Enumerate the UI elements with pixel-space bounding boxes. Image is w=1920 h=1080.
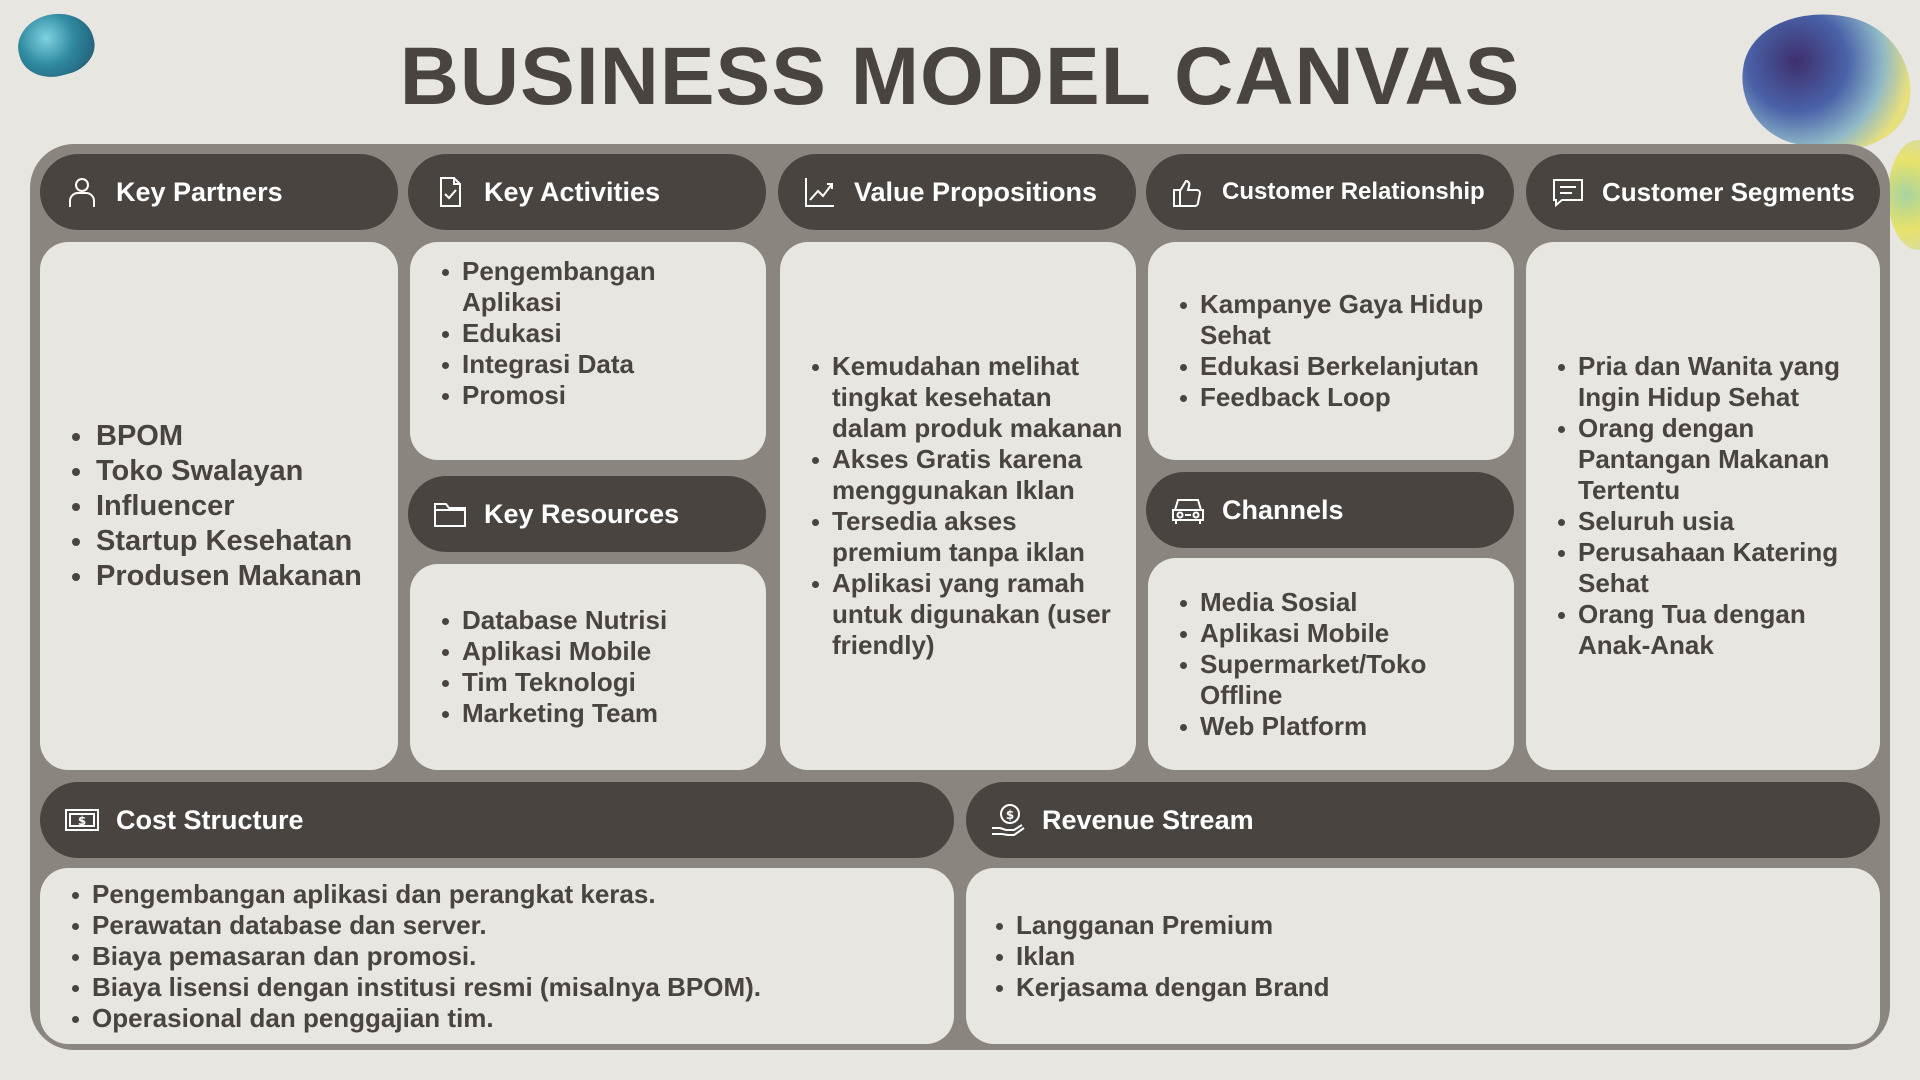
customer-segments-header: Customer Segments: [1526, 154, 1880, 230]
list-item: Supermarket/Toko Offline: [1176, 649, 1502, 711]
svg-text:$: $: [1006, 808, 1014, 822]
list-item: Perusahaan Katering Sehat: [1554, 537, 1868, 599]
channels-label: Channels: [1222, 494, 1344, 525]
list-item: Pengembangan aplikasi dan perangkat kera…: [68, 879, 761, 910]
list-item: Marketing Team: [438, 698, 667, 729]
list-item: Edukasi Berkelanjutan: [1176, 351, 1502, 382]
key-resources-header: Key Resources: [408, 476, 766, 552]
list-item: Pria dan Wanita yang Ingin Hidup Sehat: [1554, 351, 1868, 413]
cost-structure-list: Pengembangan aplikasi dan perangkat kera…: [68, 879, 761, 1034]
cost-structure-header: $ Cost Structure: [40, 782, 954, 858]
list-item: Produsen Makanan: [68, 559, 362, 594]
key-activities-header: Key Activities: [408, 154, 766, 230]
customer-relationship-header: Customer Relationship: [1146, 154, 1514, 230]
list-item: Kemudahan melihat tingkat kesehatan dala…: [808, 351, 1124, 444]
key-activities-label: Key Activities: [484, 176, 661, 207]
value-propositions-header: Value Propositions: [778, 154, 1136, 230]
svg-text:$: $: [78, 814, 86, 828]
page-title: BUSINESS MODEL CANVAS: [399, 31, 1521, 122]
key-partners-header: Key Partners: [40, 154, 398, 230]
channels-header: Channels: [1146, 472, 1514, 548]
customer-relationship-label: Customer Relationship: [1222, 178, 1485, 205]
key-partners-label: Key Partners: [116, 176, 283, 207]
list-item: Tersedia akses premium tanpa iklan: [808, 506, 1124, 568]
list-item: Orang Tua dengan Anak-Anak: [1554, 599, 1868, 661]
message-icon: [1550, 174, 1586, 210]
list-item: Biaya lisensi dengan institusi resmi (mi…: [68, 972, 761, 1003]
decorative-blob-yellow: [1888, 140, 1920, 250]
list-item: Web Platform: [1176, 711, 1502, 742]
list-item: Media Sosial: [1176, 587, 1502, 618]
folder-icon: [432, 496, 468, 532]
list-item: Perawatan database dan server.: [68, 910, 761, 941]
cost-structure-box: Pengembangan aplikasi dan perangkat kera…: [40, 868, 954, 1044]
list-item: BPOM: [68, 419, 362, 454]
list-item: Toko Swalayan: [68, 454, 362, 489]
list-item: Akses Gratis karena menggunakan Iklan: [808, 444, 1124, 506]
car-icon: [1170, 492, 1206, 528]
list-item: Biaya pemasaran dan promosi.: [68, 941, 761, 972]
revenue-stream-header: $ Revenue Stream: [966, 782, 1880, 858]
cost-structure-label: Cost Structure: [116, 804, 304, 835]
list-item: Influencer: [68, 489, 362, 524]
list-item: Kampanye Gaya Hidup Sehat: [1176, 289, 1502, 351]
list-item: Aplikasi yang ramah untuk digunakan (use…: [808, 568, 1124, 661]
list-item: Orang dengan Pantangan Makanan Tertentu: [1554, 413, 1868, 506]
list-item: Aplikasi Mobile: [1176, 618, 1502, 649]
list-item: Promosi: [438, 380, 754, 411]
revenue-stream-label: Revenue Stream: [1042, 804, 1254, 835]
key-resources-label: Key Resources: [484, 498, 680, 529]
list-item: Iklan: [992, 941, 1330, 972]
list-item: Kerjasama dengan Brand: [992, 972, 1330, 1003]
list-item: Startup Kesehatan: [68, 524, 362, 559]
list-item: Operasional dan penggajian tim.: [68, 1003, 761, 1034]
value-propositions-label: Value Propositions: [854, 176, 1098, 207]
dollar-bill-icon: $: [64, 802, 100, 838]
customer-segments-label: Customer Segments: [1602, 176, 1855, 207]
list-item: Edukasi: [438, 318, 754, 349]
user-icon: [64, 174, 100, 210]
line-chart-icon: [802, 174, 838, 210]
value-propositions-list: Kemudahan melihat tingkat kesehatan dala…: [808, 351, 1124, 661]
thumbs-up-icon: [1170, 174, 1206, 210]
money-hand-icon: $: [990, 802, 1026, 838]
list-item: Langganan Premium: [992, 910, 1330, 941]
list-item: Database Nutrisi: [438, 605, 667, 636]
list-item: Integrasi Data: [438, 349, 754, 380]
document-check-icon: [432, 174, 468, 210]
list-item: Seluruh usia: [1554, 506, 1868, 537]
list-item: Tim Teknologi: [438, 667, 667, 698]
list-item: Aplikasi Mobile: [438, 636, 667, 667]
value-propositions-box: Kemudahan melihat tingkat kesehatan dala…: [780, 242, 1136, 770]
list-item: Pengembangan Aplikasi: [438, 256, 754, 318]
list-item: Feedback Loop: [1176, 382, 1502, 413]
